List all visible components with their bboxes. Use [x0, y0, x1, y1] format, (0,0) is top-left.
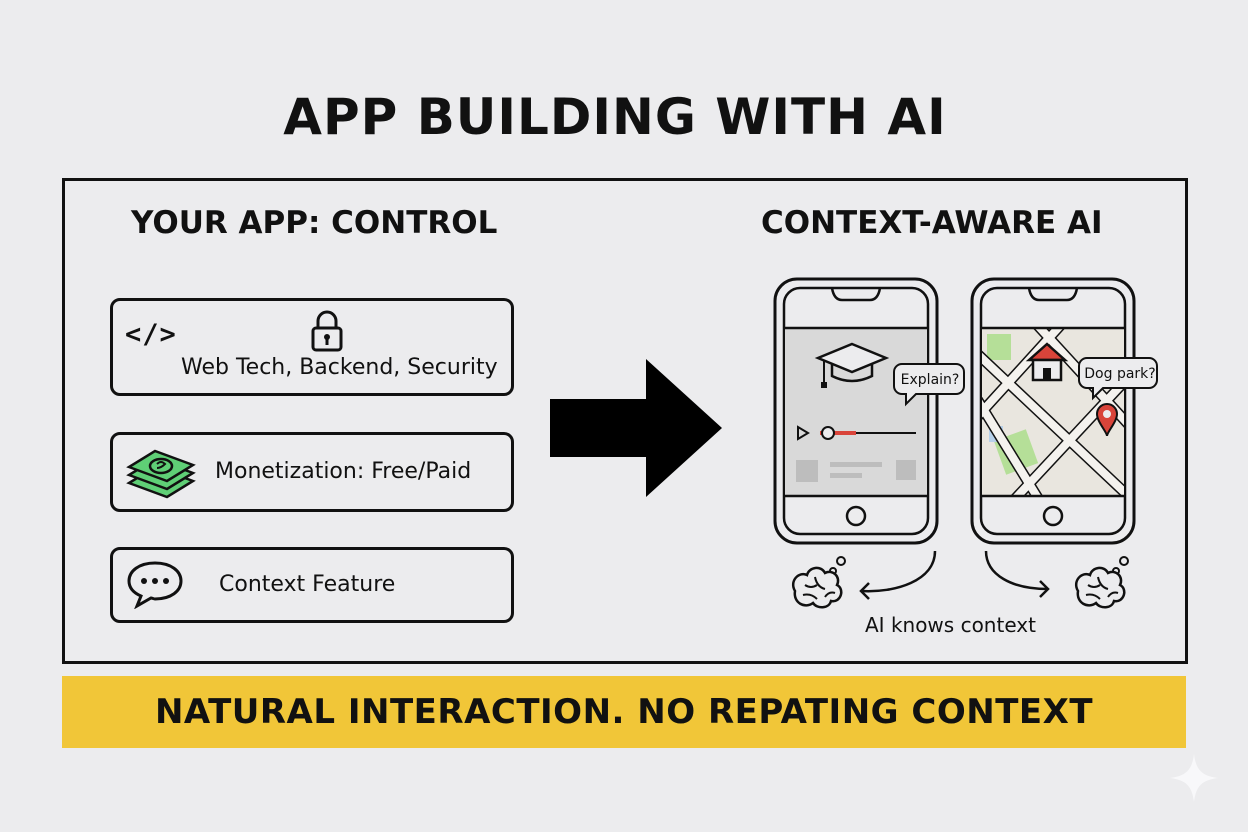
graduation-cap-icon	[814, 342, 890, 388]
home-icon	[1025, 342, 1069, 382]
code-icon: </>	[125, 319, 177, 350]
map-view	[982, 328, 1124, 496]
phone-education: Explain?	[773, 277, 965, 545]
right-arrow-icon	[550, 359, 722, 497]
bubble-text-explain: Explain?	[901, 372, 960, 388]
feature-label-web-tech: Web Tech, Backend, Security	[181, 355, 498, 380]
phone-map: Dog park?	[970, 277, 1158, 545]
brain-icon-right	[984, 551, 1129, 609]
lock-icon	[311, 310, 343, 352]
feature-label-monetization: Monetization: Free/Paid	[215, 459, 472, 484]
feature-card-context: Context Feature	[110, 547, 514, 623]
brain-icon-left	[791, 551, 937, 609]
sparkle-icon	[1170, 754, 1218, 802]
chat-bubble-icon	[127, 561, 183, 609]
feature-label-context: Context Feature	[219, 572, 396, 597]
context-caption: AI knows context	[865, 613, 1036, 637]
bottom-banner: NATURAL INTERACTION. NO REPATING CONTEXT	[62, 676, 1186, 748]
feature-card-monetization: Monetization: Free/Paid	[110, 432, 514, 512]
diagram-frame: YOUR APP: CONTROL </> Web Tech, Backend,…	[62, 178, 1188, 664]
right-column-heading: CONTEXT-AWARE AI	[761, 205, 1103, 241]
map-pin-icon	[1095, 403, 1119, 437]
speech-bubble-explain: Explain?	[893, 363, 965, 407]
feature-card-web-tech: </> Web Tech, Backend, Security	[110, 298, 514, 396]
page-title: APP BUILDING WITH AI	[283, 88, 947, 146]
left-column-heading: YOUR APP: CONTROL	[131, 205, 498, 241]
bubble-text-dog-park: Dog park?	[1084, 366, 1155, 382]
banner-text: NATURAL INTERACTION. NO REPATING CONTEXT	[154, 692, 1094, 732]
speech-bubble-dog-park: Dog park?	[1078, 357, 1158, 401]
money-icon	[126, 449, 196, 499]
